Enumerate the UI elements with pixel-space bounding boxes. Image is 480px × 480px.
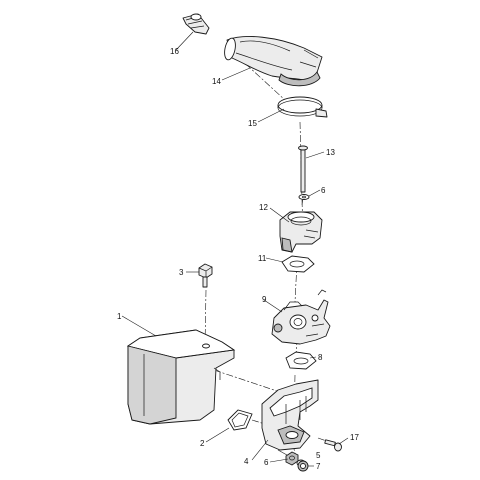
callout-labels: 16 14 15 13 6 12 11 3 9 1 8 2 17 5 4 6 7 — [117, 47, 359, 471]
callout-12: 12 — [259, 203, 268, 212]
carburetor-adapter-part — [279, 211, 323, 253]
cap-nut-part — [297, 460, 309, 472]
callout-6-upper: 6 — [321, 186, 326, 195]
side-screw-part — [324, 439, 342, 452]
callout-6-lower: 6 — [264, 458, 269, 467]
leader-lines — [121, 31, 349, 467]
callout-1: 1 — [117, 312, 122, 321]
callout-7: 7 — [316, 462, 321, 471]
upper-gasket-part — [281, 255, 315, 273]
mounting-bracket-part — [261, 379, 319, 451]
callout-9: 9 — [262, 295, 267, 304]
large-clamp-part — [277, 96, 328, 118]
hose-clamp-part — [182, 13, 210, 35]
callout-14: 14 — [212, 77, 221, 86]
callout-5: 5 — [316, 451, 321, 460]
o-ring-part — [227, 409, 253, 431]
lower-gasket-part — [285, 351, 317, 370]
callout-13: 13 — [326, 148, 335, 157]
callout-15: 15 — [248, 119, 257, 128]
cover-bolt-part — [198, 263, 213, 288]
callout-4: 4 — [244, 457, 249, 466]
callout-8: 8 — [318, 353, 323, 362]
callout-2: 2 — [200, 439, 205, 448]
callout-17: 17 — [350, 433, 359, 442]
carburetor-part — [271, 289, 331, 345]
long-bolt-part — [298, 145, 308, 193]
upper-washer-part — [298, 194, 310, 200]
callout-11: 11 — [258, 254, 267, 263]
intake-elbow-part — [224, 36, 323, 87]
callout-16: 16 — [170, 47, 179, 56]
cover-part — [126, 329, 236, 425]
nut-part — [285, 451, 299, 466]
callout-3: 3 — [179, 268, 184, 277]
